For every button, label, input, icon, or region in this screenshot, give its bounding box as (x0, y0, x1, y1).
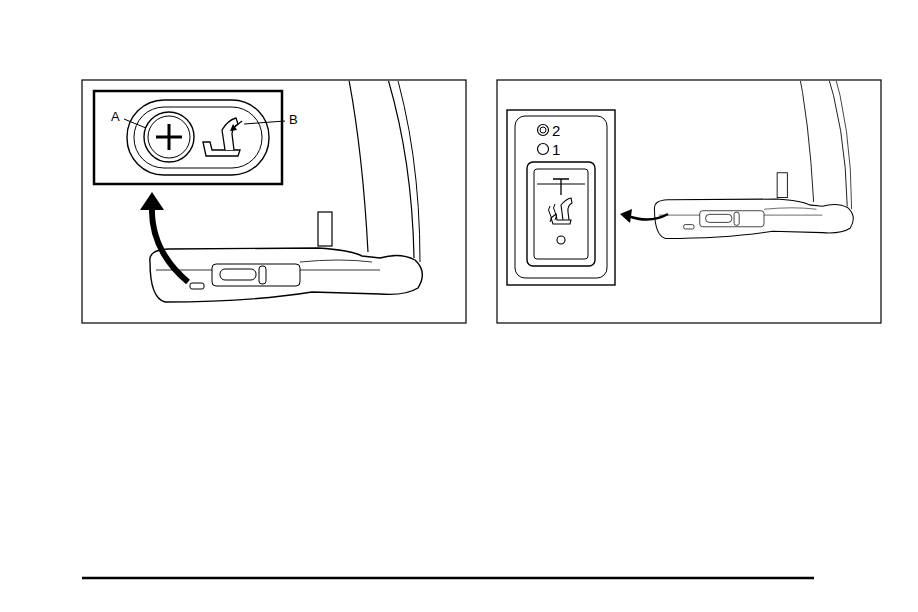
off-mark (557, 236, 565, 244)
inset-frame (507, 110, 615, 285)
heat-level-number: 1 (552, 142, 560, 157)
callout-letter: A (111, 110, 120, 123)
control-bezel-inner (134, 107, 262, 168)
leader-line (244, 121, 285, 124)
rocker-switch (534, 169, 588, 259)
inset-frame (94, 91, 282, 184)
seat-icon-back (222, 118, 238, 150)
rocker-switch-frame (527, 162, 595, 266)
switch-bezel (515, 116, 607, 278)
plus-button (144, 112, 194, 162)
lumbar-arrowhead (230, 124, 237, 131)
leader-line (124, 119, 146, 128)
pointer-arrowhead (140, 192, 164, 210)
indicator-light (538, 144, 549, 155)
pointer-arrow (152, 205, 188, 282)
heat-level-number: 2 (552, 123, 560, 138)
plus-button-ring (148, 116, 190, 158)
indicator-light (538, 125, 549, 136)
control-bezel (127, 100, 269, 175)
pointer-arrowhead (620, 209, 632, 223)
indicator-light-ring (540, 127, 546, 133)
pointer-arrow (628, 214, 668, 220)
callout-letter: B (289, 113, 298, 126)
on-mark (553, 179, 569, 195)
plus-sign (156, 124, 182, 150)
seat-drawing (654, 81, 853, 238)
heat-waves (549, 204, 557, 222)
footer-rule (82, 577, 814, 580)
